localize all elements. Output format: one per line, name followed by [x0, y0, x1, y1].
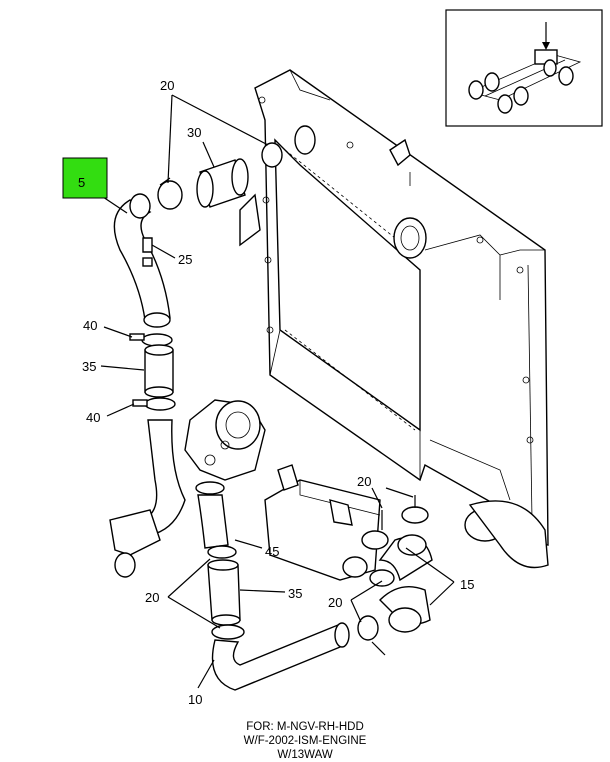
callout-15[interactable]: 15 [460, 577, 474, 592]
clamp-bottom-center [211, 624, 245, 640]
sleeve-part-35-bottom [207, 559, 241, 626]
turbocharger [184, 399, 266, 495]
callout-30[interactable]: 30 [187, 125, 201, 140]
callout-5[interactable]: 5 [78, 175, 85, 190]
hose-part-5 [113, 193, 261, 328]
callout-35-bottom[interactable]: 35 [288, 586, 302, 601]
clamp-part-40-mid [132, 397, 176, 411]
callout-10[interactable]: 10 [188, 692, 202, 707]
caption-line-1: FOR: M-NGV-RH-HDD [246, 721, 364, 733]
callout-40-mid[interactable]: 40 [86, 410, 100, 425]
callout-35-top[interactable]: 35 [82, 359, 96, 374]
hose-part-15 [369, 534, 433, 633]
sleeve-part-30 [196, 158, 249, 208]
callout-20-bottom[interactable]: 20 [328, 595, 342, 610]
caption-line-2: W/F-2002-ISM-ENGINE [243, 735, 367, 747]
clamp-upper [157, 177, 183, 210]
callout-45[interactable]: 45 [265, 544, 279, 559]
callout-20-mid[interactable]: 20 [357, 474, 371, 489]
sleeve-part-35-top [144, 344, 174, 398]
callout-40-top[interactable]: 40 [83, 318, 97, 333]
charge-air-cooler-frame [254, 69, 549, 569]
cooler-box [264, 464, 381, 581]
callout-25[interactable]: 25 [178, 252, 192, 267]
callout-20-top[interactable]: 20 [160, 78, 174, 93]
diagram-caption: FOR: M-NGV-RH-HDD W/F-2002-ISM-ENGINE W/… [205, 720, 405, 762]
hose-part-45 [197, 494, 237, 559]
sensor-part-25 [142, 237, 153, 267]
clamp-part-40-top [129, 333, 173, 347]
callout-20-left[interactable]: 20 [145, 590, 159, 605]
clamp-top-right [261, 142, 283, 168]
clamps-part-20-bottom [357, 615, 386, 656]
lower-left-hose [109, 419, 186, 578]
highlight-box-item-5 [62, 157, 108, 199]
caption-line-3: W/13WAW [277, 749, 333, 761]
hose-part-10 [211, 622, 350, 691]
clamps-part-20-mid [361, 495, 429, 550]
vehicle-locator-inset [445, 9, 603, 127]
